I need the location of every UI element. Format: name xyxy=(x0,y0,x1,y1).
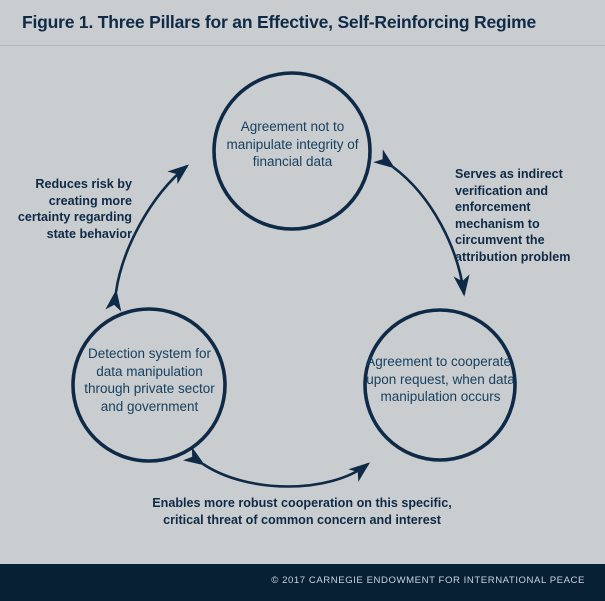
node-label-agreement-not-to-manipulate: Agreement not to manipulate integrity of… xyxy=(226,119,359,169)
node-circle-right xyxy=(363,308,517,462)
node-circle-top xyxy=(212,71,372,231)
figure-title: Figure 1. Three Pillars for an Effective… xyxy=(22,12,537,32)
node-label-detection-system: Detection system for data manipulation t… xyxy=(84,346,215,414)
footer-bar xyxy=(0,564,605,601)
arrow-bottom-edge xyxy=(182,446,371,488)
title-divider xyxy=(0,45,605,46)
arrow-right-edge xyxy=(373,149,470,297)
copyright-text: © 2017 CARNEGIE ENDOWMENT FOR INTERNATIO… xyxy=(271,575,585,586)
arrow-left-edge xyxy=(105,164,190,312)
node-label-agreement-to-cooperate: Agreement to cooperate, upon request, wh… xyxy=(366,354,515,404)
edge-label-reduces-risk: Reduces risk by creating more certainty … xyxy=(17,177,132,241)
edge-label-indirect-verification: Serves as indirect verification and enfo… xyxy=(455,167,571,264)
edge-label-robust-cooperation: Enables more robust cooperation on this … xyxy=(152,496,452,527)
